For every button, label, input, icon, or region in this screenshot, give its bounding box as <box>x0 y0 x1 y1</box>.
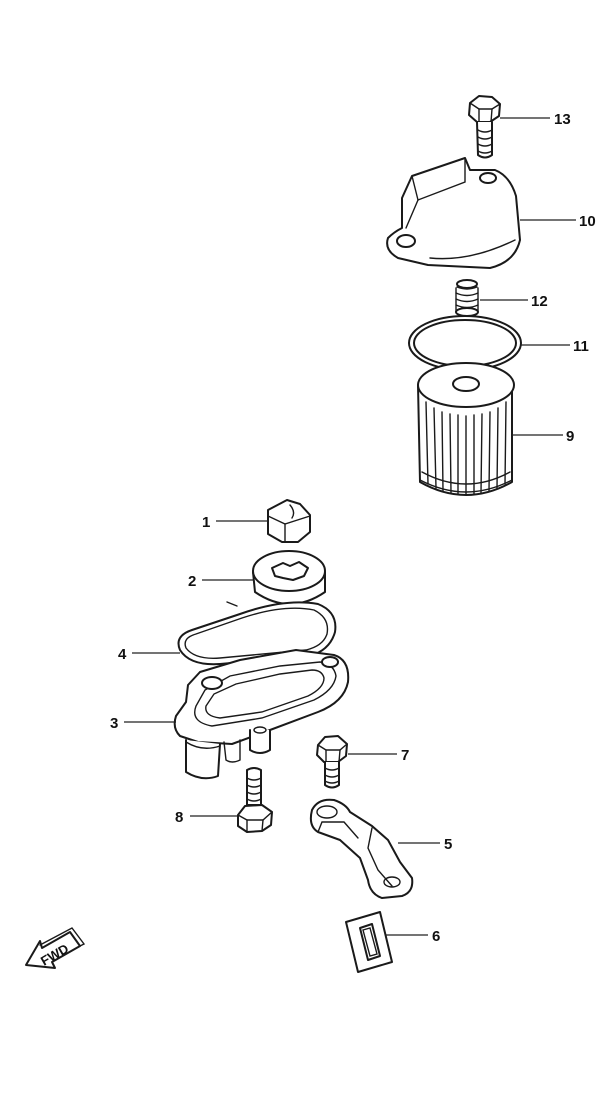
part-9-filter-element <box>417 362 515 496</box>
callout-2: 2 <box>188 573 196 590</box>
fwd-arrow: FWD <box>25 927 86 969</box>
part-7-bolt <box>316 735 348 789</box>
leader-lines <box>124 117 576 936</box>
callout-11: 11 <box>573 338 589 355</box>
callout-labels: 13 10 12 11 9 1 2 4 3 7 8 5 6 <box>110 111 596 945</box>
part-13-bolt <box>468 95 501 159</box>
part-12-spring <box>455 279 479 317</box>
callout-1: 1 <box>202 514 210 531</box>
callout-6: 6 <box>432 928 440 945</box>
callout-10: 10 <box>579 213 596 230</box>
callout-12: 12 <box>531 293 548 310</box>
callout-9: 9 <box>566 428 574 445</box>
callout-4: 4 <box>118 646 127 663</box>
part-6-pad <box>345 911 393 973</box>
part-3-pump-body <box>173 649 350 780</box>
part-5-bracket <box>309 798 414 899</box>
part-4-gasket <box>177 601 337 666</box>
part-1-knob <box>267 499 311 543</box>
callout-8: 8 <box>175 809 183 826</box>
part-11-o-ring <box>408 315 522 371</box>
callout-5: 5 <box>444 836 452 853</box>
callout-13: 13 <box>554 111 571 128</box>
callout-7: 7 <box>401 747 409 764</box>
part-2-rotor-ring <box>252 550 326 605</box>
callout-3: 3 <box>110 715 118 732</box>
part-10-filter-cap <box>386 157 521 269</box>
part-8-bolt <box>237 767 273 833</box>
